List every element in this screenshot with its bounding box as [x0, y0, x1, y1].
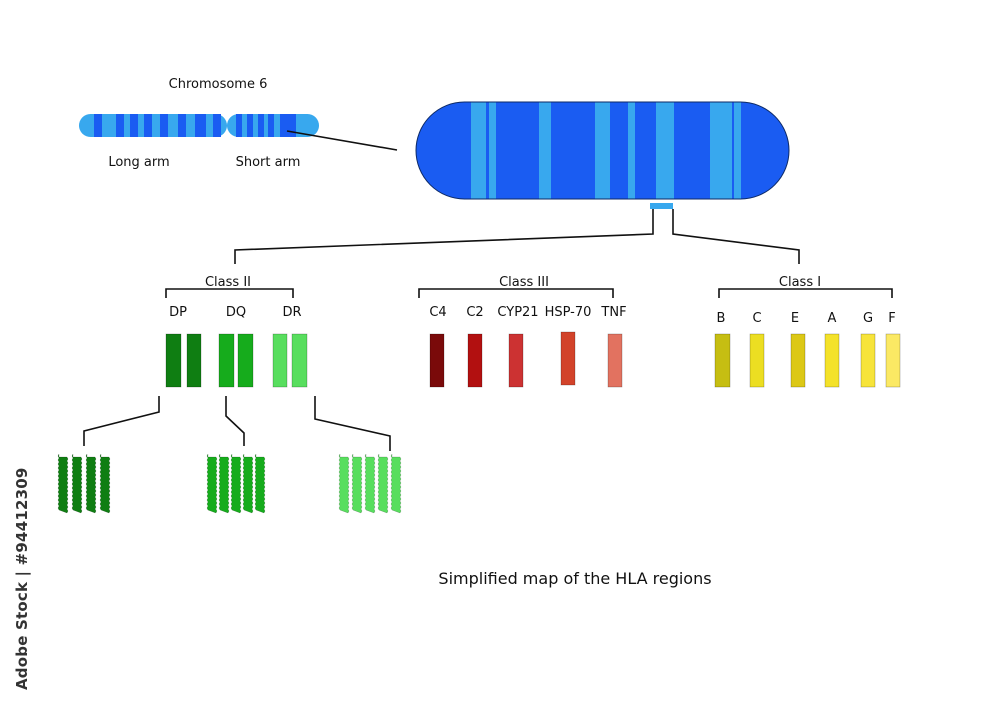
zoom-line — [286, 130, 398, 151]
enlarged-band — [628, 102, 635, 199]
gene-block-f — [885, 333, 901, 388]
gene-label-hsp70: HSP-70 — [545, 305, 592, 320]
subgene-bar-dp — [71, 453, 83, 514]
bracket-class-i — [718, 288, 893, 298]
short-arm-label: Short arm — [236, 155, 301, 170]
gene-label-a: A — [828, 311, 837, 326]
gene-label-c4: C4 — [429, 305, 446, 320]
gene-label-tnf: TNF — [600, 305, 626, 320]
gene-block-c4 — [429, 333, 445, 388]
bracket-class-ii — [165, 288, 294, 298]
short-arm-band — [258, 114, 264, 137]
stock-id-label: Adobe Stock | #94412309 — [13, 467, 31, 690]
bracket-class-iii — [418, 288, 614, 298]
long-arm-band — [213, 114, 221, 137]
long-arm-band — [130, 114, 138, 137]
gene-block-dp — [186, 333, 202, 388]
subgene-bar-dq — [218, 453, 230, 514]
gene-label-c2: C2 — [466, 305, 483, 320]
short-arm-band — [247, 114, 253, 137]
long-arm-band — [94, 114, 102, 137]
class-ii-title: Class II — [205, 275, 251, 290]
long-arm-label: Long arm — [108, 155, 169, 170]
long-arm-band — [195, 114, 206, 137]
gene-label-e: E — [791, 311, 799, 326]
gene-label-b: B — [717, 311, 726, 326]
enlarged-band — [489, 102, 496, 199]
gene-block-tnf — [607, 333, 623, 388]
short-arm-band — [268, 114, 274, 137]
subgene-bar-dr — [338, 453, 350, 514]
gene-block-c2 — [467, 333, 483, 388]
long-arm-band — [116, 114, 124, 137]
chromosome-title: Chromosome 6 — [169, 77, 268, 92]
subgene-blocks — [57, 453, 402, 514]
subgene-bar-dq — [254, 453, 266, 514]
subgene-bar-dp — [57, 453, 69, 514]
subgene-bar-dr — [377, 453, 389, 514]
gene-block-dq — [237, 333, 254, 388]
enlarged-band — [734, 102, 741, 199]
gene-label-dp: DP — [169, 305, 187, 320]
connector-dr — [314, 396, 391, 451]
connector-class-i — [672, 209, 800, 264]
gene-label-g: G — [863, 311, 873, 326]
subgene-bar-dp — [85, 453, 97, 514]
enlarged-band — [595, 102, 610, 199]
subgene-bar-dq — [230, 453, 242, 514]
short-arm-band — [236, 114, 242, 137]
long-arm-band — [144, 114, 152, 137]
enlarged-band — [471, 102, 486, 199]
subgene-bar-dq — [206, 453, 218, 514]
connector-class-ii — [234, 209, 654, 264]
gene-block-dq — [218, 333, 235, 388]
short-arm-band — [280, 114, 296, 137]
connector-dp — [83, 396, 160, 446]
hla-region-marker — [650, 203, 673, 209]
gene-block-cyp21 — [508, 333, 524, 388]
gene-block-dr — [291, 333, 308, 388]
class-iii-title: Class III — [499, 275, 549, 290]
chromosome-group — [79, 101, 790, 209]
connector-dq — [225, 396, 245, 446]
gene-block-e — [790, 333, 806, 388]
enlarged-band — [539, 102, 551, 199]
class-i-title: Class I — [779, 275, 821, 290]
long-arm-band — [160, 114, 168, 137]
connector-lines — [83, 130, 893, 451]
subgene-bar-dp — [99, 453, 111, 514]
subgene-bar-dr — [364, 453, 376, 514]
gene-label-cyp21: CYP21 — [497, 305, 538, 320]
gene-block-a — [824, 333, 840, 388]
gene-label-c: C — [752, 311, 761, 326]
gene-block-dp — [165, 333, 182, 388]
gene-blocks — [165, 331, 901, 388]
gene-block-g — [860, 333, 876, 388]
gene-label-f: F — [888, 311, 895, 326]
subgene-bar-dr — [390, 453, 402, 514]
gene-block-hsp70 — [560, 331, 576, 386]
gene-block-dr — [272, 333, 288, 388]
subgene-bar-dr — [351, 453, 363, 514]
long-arm-band — [178, 114, 186, 137]
enlarged-band — [656, 102, 674, 199]
gene-block-c — [749, 333, 765, 388]
gene-label-dr: DR — [282, 305, 301, 320]
gene-label-dq: DQ — [226, 305, 246, 320]
diagram-caption: Simplified map of the HLA regions — [438, 569, 711, 588]
subgene-bar-dq — [242, 453, 254, 514]
enlarged-band — [710, 102, 732, 199]
gene-block-b — [714, 333, 731, 388]
